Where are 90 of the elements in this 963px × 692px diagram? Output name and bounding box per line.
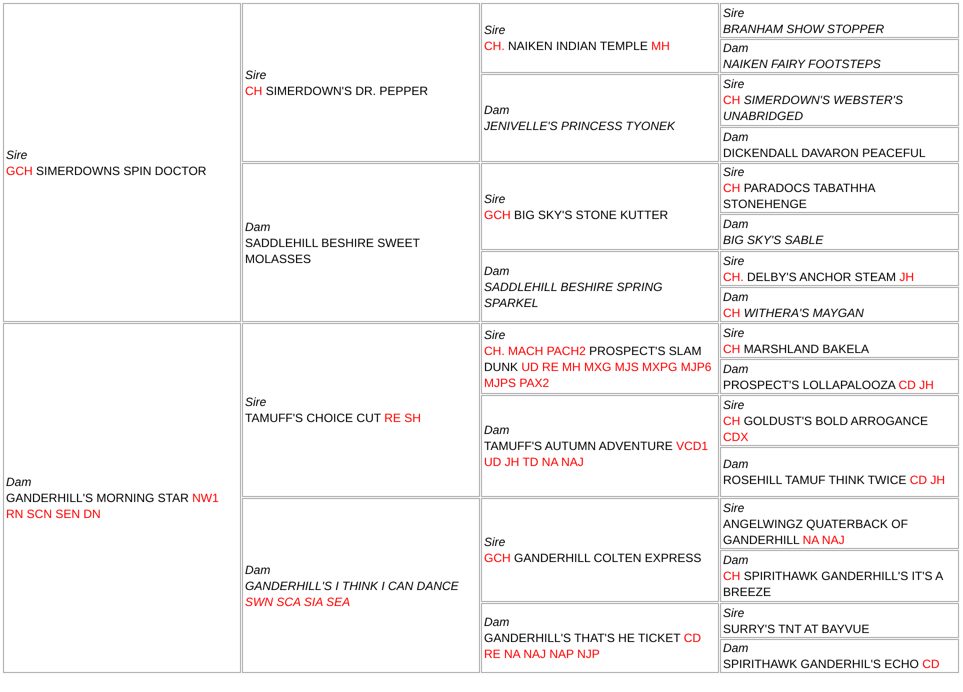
pedigree-cell	[242, 323, 480, 497]
dog-name: TAMUFF'S AUTUMN ADVENTURE VCD1 UD JH TD NA NAJ	[484, 438, 710, 470]
pedigree-cell	[720, 323, 959, 358]
parent-role-label: Dam	[723, 288, 748, 304]
dog-name: SURRY'S TNT AT BAYVUE	[723, 620, 870, 636]
parent-role-label: Dam	[723, 128, 748, 144]
dog-name: CH. DELBY'S ANCHOR STEAM JH	[723, 268, 914, 284]
parent-role-label: Sire	[723, 164, 744, 180]
pedigree-cell	[481, 3, 719, 73]
parent-role-label: Sire	[723, 500, 744, 516]
dog-name: BRANHAM SHOW STOPPER	[723, 20, 884, 36]
dog-name: PROSPECT'S LOLLAPALOOZA CD JH	[723, 376, 934, 392]
dog-name: GANDERHILL'S THAT'S HE TICKET CD RE NA NAJ NAP NJP	[484, 630, 702, 662]
pedigree-cell	[481, 163, 719, 250]
pedigree-cell	[481, 603, 719, 673]
pedigree-cell	[720, 127, 959, 162]
dog-name: TAMUFF'S CHOICE CUT RE SH	[245, 410, 421, 426]
parent-role-label: Dam	[484, 102, 510, 118]
parent-role-label: Sire	[723, 76, 744, 92]
pedigree-cell	[481, 323, 719, 394]
dog-name: ROSEHILL TAMUF THINK TWICE CD JH	[723, 472, 946, 488]
pedigree-cell	[720, 639, 959, 673]
pedigree-cell	[720, 251, 959, 286]
parent-role-label: Dam	[484, 614, 510, 630]
pedigree-cell	[720, 498, 959, 549]
pedigree-cell	[720, 74, 959, 126]
pedigree-cell	[720, 3, 959, 38]
parent-role-label: Dam	[723, 640, 748, 656]
pedigree-cell	[3, 323, 241, 673]
pedigree-cell	[720, 447, 959, 497]
dog-name: GCH BIG SKY'S STONE KUTTER	[484, 206, 668, 222]
parent-role-label: Sire	[723, 324, 744, 340]
dog-name: ANGELWINGZ QUATERBACK OF GANDERHILL NA NAJ	[723, 516, 909, 548]
pedigree-cell	[720, 39, 959, 73]
parent-role-label: Sire	[723, 604, 744, 620]
dog-name: CH SIMERDOWN'S WEBSTER'S UNABRIDGED	[723, 92, 904, 124]
dog-name: CH PARADOCS TABATHHA STONEHENGE	[723, 180, 876, 212]
dog-name: BIG SKY'S SABLE	[723, 232, 824, 248]
parent-role-label: Sire	[245, 394, 266, 410]
parent-role-label: Sire	[484, 534, 506, 550]
parent-role-label: Dam	[245, 562, 270, 578]
pedigree-cell	[481, 395, 719, 497]
pedigree-cell	[720, 359, 959, 394]
pedigree-cell	[242, 3, 480, 162]
parent-role-label: Dam	[723, 40, 748, 56]
parent-role-label: Sire	[6, 146, 28, 162]
parent-role-label: Dam	[723, 216, 748, 232]
parent-role-label: Dam	[6, 474, 32, 490]
pedigree-cell	[242, 498, 480, 673]
dog-name: NAIKEN FAIRY FOOTSTEPS	[723, 56, 881, 72]
dog-name: SADDLEHILL BESHIRE SPRING SPARKEL	[484, 278, 664, 310]
parent-role-label: Dam	[484, 422, 510, 438]
dog-name: GCH GANDERHILL COLTEN EXPRESS	[484, 550, 702, 566]
dog-name: CH SPIRITHAWK GANDERHILL'S IT'S A BREEZE	[723, 568, 944, 600]
pedigree-cell	[720, 603, 959, 638]
pedigree-cell	[242, 163, 480, 322]
dog-name: CH MARSHLAND BAKELA	[723, 340, 870, 356]
dog-name: GANDERHILL'S I THINK I CAN DANCE SWN SCA SIA SEA	[245, 578, 460, 610]
dog-name: JENIVELLE'S PRINCESS TYONEK	[484, 118, 676, 134]
dog-name: DICKENDALL DAVARON PEACEFUL	[723, 144, 926, 160]
dog-name: GANDERHILL'S MORNING STAR NW1 RN SCN SEN DN	[6, 490, 220, 522]
parent-role-label: Sire	[723, 252, 744, 268]
dog-name: SPIRITHAWK GANDERHIL'S ECHO CD	[723, 656, 940, 672]
dog-name: CH GOLDUST'S BOLD ARROGANCE CDX	[723, 412, 930, 444]
pedigree-cell	[720, 550, 959, 602]
parent-role-label: Dam	[723, 552, 748, 568]
dog-name: CH WITHERA'S MAYGAN	[723, 304, 864, 320]
pedigree-cell	[481, 251, 719, 322]
pedigree-cell	[720, 395, 959, 446]
dog-name: CH. MACH PACH2 PROSPECT'S SLAM DUNK UD RE MH MXG MJS MXPG MJP6 MJPS PAX2	[484, 342, 712, 390]
dog-name: CH SIMERDOWN'S DR. PEPPER	[245, 82, 428, 98]
dog-name: GCH SIMERDOWNS SPIN DOCTOR	[6, 162, 206, 178]
pedigree-cell	[720, 287, 959, 322]
pedigree-cell	[481, 498, 719, 602]
dog-name: SADDLEHILL BESHIRE SWEET MOLASSES	[245, 234, 421, 266]
pedigree-cell	[720, 214, 959, 250]
parent-role-label: Sire	[484, 326, 506, 342]
parent-role-label: Sire	[723, 396, 744, 412]
parent-role-label: Sire	[484, 190, 506, 206]
parent-role-label: Dam	[723, 456, 748, 472]
parent-role-label: Sire	[723, 4, 744, 20]
parent-role-label: Dam	[484, 262, 510, 278]
parent-role-label: Sire	[484, 22, 506, 38]
parent-role-label: Dam	[723, 360, 748, 376]
pedigree-cell	[720, 163, 959, 213]
parent-role-label: Dam	[245, 218, 270, 234]
pedigree-cell	[481, 74, 719, 162]
parent-role-label: Sire	[245, 66, 266, 82]
pedigree-cell	[3, 3, 241, 322]
dog-name: CH. NAIKEN INDIAN TEMPLE MH	[484, 38, 670, 54]
